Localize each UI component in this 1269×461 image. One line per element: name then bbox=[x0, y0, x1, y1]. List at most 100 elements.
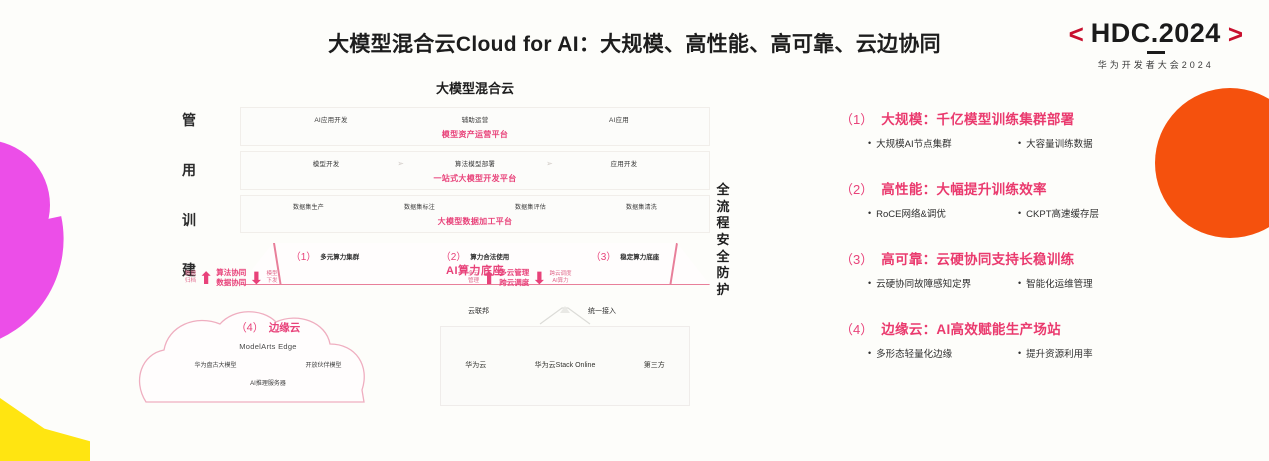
bullet-icon: • bbox=[1018, 278, 1022, 288]
security-vertical-label: 全流程安全防护 bbox=[716, 182, 730, 297]
edge-cloud-header: （4） 边缘云 bbox=[138, 319, 398, 335]
base-item-1-number: （2） bbox=[440, 252, 467, 263]
rail-item-build: 建 bbox=[182, 262, 196, 278]
magenta-petal-top-decoration bbox=[0, 140, 50, 270]
feature-item: （4） 边缘云：AI高效赋能生产场站 • 多形态轻量化边缘 • 提升资源利用率 bbox=[840, 318, 1140, 360]
feature-title: 边缘云：AI高效赋能生产场站 bbox=[881, 322, 1061, 337]
arrow-right-side-label: 模型 下发 bbox=[266, 270, 278, 285]
collaboration-label: 算法协同 数据协同 bbox=[216, 268, 247, 288]
arrow-right-icon: ➢ bbox=[397, 158, 404, 168]
base-item-2-label: 稳定算力底座 bbox=[620, 253, 660, 261]
ai-compute-base: （1） 多元算力集群 （2） 算力合法使用 （3） 稳定算力底座 AI算力底座 bbox=[240, 243, 710, 289]
manage-layer-card: AI应用开发 辅助运营 AI应用 模型资产运营平台 bbox=[240, 107, 710, 146]
federation-label: 云联邦 bbox=[468, 308, 489, 315]
feature-number: （1） bbox=[840, 112, 874, 127]
manage-cell-2: AI应用 bbox=[609, 117, 629, 124]
feature-item: （3） 高可靠：云硬协同支持长稳训练 • 云硬协同故障感知定界 • 智能化运维管… bbox=[840, 248, 1140, 290]
edge-cloud-title: 边缘云 bbox=[268, 321, 301, 334]
feature-header: （3） 高可靠：云硬协同支持长稳训练 bbox=[840, 248, 1140, 268]
feature-header: （2） 高性能：大幅提升训练效率 bbox=[840, 178, 1140, 198]
bullet-icon: • bbox=[868, 278, 872, 288]
feature-header: （4） 边缘云：AI高效赋能生产场站 bbox=[840, 318, 1140, 338]
bullet-icon: • bbox=[1018, 138, 1022, 148]
base-items-row: （1） 多元算力集群 （2） 算力合法使用 （3） 稳定算力底座 bbox=[240, 248, 710, 263]
rail-item-manage: 管 bbox=[182, 112, 196, 128]
chevron-left-icon: < bbox=[1068, 18, 1084, 49]
hdc-logo-subtitle: 华为开发者大会2024 bbox=[1097, 60, 1214, 70]
manage-layer-row: AI应用开发 辅助运营 AI应用 bbox=[245, 114, 705, 124]
bullet-icon: • bbox=[1018, 348, 1022, 358]
feature-bullet: • 智能化运维管理 bbox=[1018, 276, 1093, 290]
base-trapezoid-shape bbox=[240, 243, 710, 285]
data-platform-label: 大模型数据加工平台 bbox=[437, 217, 513, 226]
bullet-icon: • bbox=[868, 208, 872, 218]
feature-number: （3） bbox=[840, 252, 874, 267]
unified-access-label: 统一接入 bbox=[588, 308, 616, 315]
data-cell-2: 数据集评估 bbox=[514, 205, 546, 211]
feature-title: 大规模：千亿模型训练集群部署 bbox=[881, 112, 1075, 127]
edge-model-0: 华为盘古大模型 bbox=[194, 363, 237, 369]
rail-item-use: 用 bbox=[182, 162, 196, 178]
arrow-down-icon-2: ⬇ bbox=[532, 268, 547, 288]
edge-model-1: 开放伙伴模型 bbox=[305, 363, 342, 369]
feature-bullet: • 大容量训练数据 bbox=[1018, 136, 1093, 150]
feature-bullet-label: RoCE网络&调优 bbox=[876, 209, 946, 220]
architecture-diagram: 大模型混合云 AI应用开发 辅助运营 AI应用 模型资产运营平台 模型开发 ➢ … bbox=[138, 78, 710, 406]
manage-platform-label: 模型资产运营平台 bbox=[441, 130, 509, 139]
data-cell-0: 数据集生产 bbox=[292, 205, 324, 211]
base-item-1-label: 算力合法使用 bbox=[470, 253, 510, 261]
cloud-hosts-box: 华为云 华为云Stack Online 第三方 bbox=[440, 326, 690, 406]
magenta-petal-bottom-decoration bbox=[0, 216, 85, 350]
feature-bullet: • RoCE网络&调优 bbox=[868, 206, 1018, 220]
feature-item: （2） 高性能：大幅提升训练效率 • RoCE网络&调优 • CKPT高速缓存层 bbox=[840, 178, 1140, 220]
feature-bullets: • 多形态轻量化边缘 • 提升资源利用率 bbox=[840, 346, 1140, 360]
ai-compute-base-label: AI算力底座 bbox=[446, 265, 504, 277]
multicloud-label: 多云管理 跨云调度 bbox=[499, 268, 530, 288]
base-item-0: （1） 多元算力集群 bbox=[291, 248, 360, 263]
host-third-party: 第三方 bbox=[643, 362, 665, 370]
train-cell-0: 模型开发 bbox=[312, 161, 340, 168]
hdc-logo-text: HDC.2024 bbox=[1090, 18, 1221, 54]
base-item-0-label: 多元算力集群 bbox=[320, 253, 360, 261]
features-list: （1） 大规模：千亿模型训练集群部署 • 大规模AI节点集群 • 大容量训练数据… bbox=[840, 108, 1140, 388]
feature-bullet: • CKPT高速缓存层 bbox=[1018, 206, 1099, 220]
train-cell-1: 算法模型部署 bbox=[454, 161, 496, 168]
multicloud-left-label: 多云 管理 bbox=[468, 270, 480, 285]
train-platform-label: 一站式大模型开发平台 bbox=[433, 174, 517, 183]
feature-bullets: • 云硬协同故障感知定界 • 智能化运维管理 bbox=[840, 276, 1140, 290]
arrow-up-icon-2: ⬆ bbox=[482, 268, 497, 288]
base-item-1: （2） 算力合法使用 bbox=[441, 248, 510, 263]
feature-bullet: • 大规模AI节点集群 bbox=[868, 136, 1018, 150]
cloud-shape-icon bbox=[138, 311, 365, 403]
feature-bullet-label: CKPT高速缓存层 bbox=[1026, 209, 1099, 220]
ai-inference-server-label: AI推理服务器 bbox=[250, 381, 286, 387]
hdc-logo: < HDC.2024 > 华为开发者大会2024 bbox=[1069, 18, 1243, 71]
hdc-underline-decoration bbox=[1146, 51, 1165, 54]
base-item-2: （3） 稳定算力底座 bbox=[591, 248, 660, 263]
orange-circle-decoration bbox=[1155, 88, 1269, 238]
left-vertical-rail: 管 用 训 建 bbox=[182, 110, 196, 280]
feature-bullet-label: 大规模AI节点集群 bbox=[876, 139, 952, 150]
train-layer-card: 模型开发 ➢ 算法模型部署 ➢ 应用开发 一站式大模型开发平台 bbox=[240, 151, 710, 190]
multicloud-arrow-group: 多云 管理 ⬆ 多云管理 跨云调度 ⬇ 跨云调度 AI算力 bbox=[468, 268, 572, 288]
yellow-polygon-decoration bbox=[0, 398, 90, 461]
multicloud-right-label: 跨云调度 AI算力 bbox=[549, 270, 572, 285]
manage-cell-0: AI应用开发 bbox=[314, 117, 348, 124]
collaboration-arrow-group-left: 数据 归档 ⬆ 算法协同 数据协同 ⬇ 模型 下发 bbox=[185, 268, 278, 288]
train-cell-2: 应用开发 bbox=[610, 161, 638, 168]
feature-title: 高可靠：云硬协同支持长稳训练 bbox=[881, 252, 1075, 267]
feature-bullet: • 多形态轻量化边缘 bbox=[868, 346, 1018, 360]
feature-item: （1） 大规模：千亿模型训练集群部署 • 大规模AI节点集群 • 大容量训练数据 bbox=[840, 108, 1140, 150]
base-item-0-number: （1） bbox=[290, 252, 317, 263]
train-layer-row: 模型开发 ➢ 算法模型部署 ➢ 应用开发 bbox=[245, 158, 705, 169]
bullet-icon: • bbox=[868, 348, 872, 358]
rail-item-train: 训 bbox=[182, 212, 196, 228]
feature-number: （2） bbox=[840, 182, 874, 197]
data-layer-card: 数据集生产 数据集标注 数据集评估 数据集清洗 大模型数据加工平台 bbox=[240, 195, 710, 233]
arrow-left-side-label: 数据 归档 bbox=[185, 270, 197, 285]
arrow-down-icon: ⬇ bbox=[249, 268, 264, 288]
feature-bullets: • RoCE网络&调优 • CKPT高速缓存层 bbox=[840, 206, 1140, 220]
edge-cloud-models-row: 华为盘古大模型 开放伙伴模型 bbox=[138, 360, 398, 369]
hdc-logo-label: HDC.2024 bbox=[1090, 18, 1221, 48]
